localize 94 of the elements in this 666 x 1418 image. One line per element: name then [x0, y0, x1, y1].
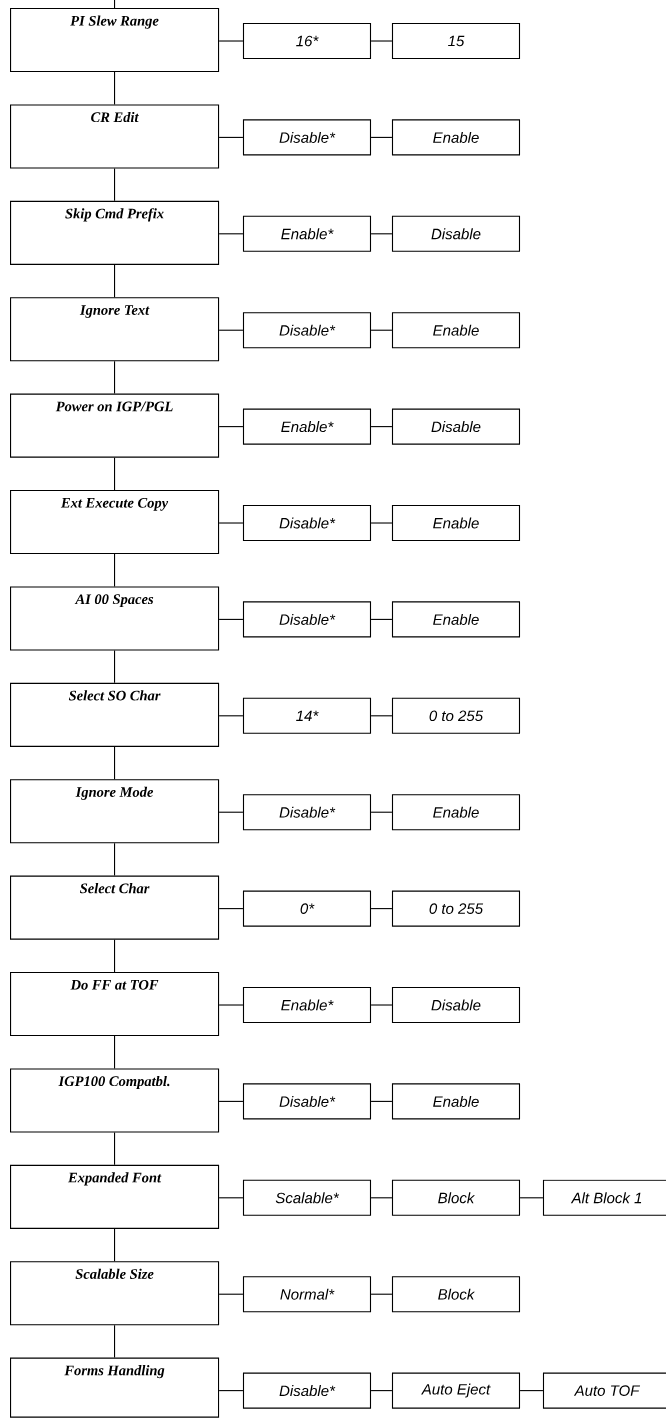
connector-line [114, 0, 116, 9]
option-box: Disable* [242, 1372, 372, 1409]
option-box: Block [391, 1179, 521, 1216]
menu-box: Ext Execute Copy [10, 490, 220, 555]
connector-line [370, 426, 393, 428]
menu-box: Ignore Mode [10, 779, 220, 844]
option-box: Alt Block 1 [542, 1179, 666, 1216]
connector-line [218, 908, 244, 910]
connector-line [114, 360, 116, 395]
option-box: Enable* [242, 215, 372, 252]
option-box: Enable [391, 601, 521, 638]
connector-line [370, 1197, 393, 1199]
option-box: Enable [391, 119, 521, 156]
option-box: Disable [391, 215, 521, 252]
option-box: Enable [391, 1083, 521, 1120]
connector-line [114, 553, 116, 587]
menu-box: Power on IGP/PGL [10, 393, 220, 458]
option-box: Disable* [242, 312, 372, 349]
connector-line [370, 1100, 393, 1102]
connector-line [370, 715, 393, 717]
menu-box: Do FF at TOF [10, 972, 220, 1037]
connector-line [218, 715, 244, 717]
option-box: Disable* [242, 1083, 372, 1120]
connector-line [114, 1324, 116, 1359]
menu-box: Ignore Text [10, 297, 220, 362]
option-box: Normal* [242, 1276, 372, 1313]
connector-line [114, 649, 116, 684]
connector-line [114, 167, 116, 202]
connector-line [370, 1390, 393, 1392]
connector-line [218, 1197, 244, 1199]
connector-line [519, 1197, 544, 1199]
menu-box: Select Char [10, 875, 220, 940]
option-box: Auto TOF [542, 1372, 666, 1409]
connector-line [114, 939, 116, 973]
option-box: Scalable* [242, 1179, 372, 1216]
menu-box: IGP100 Compatbl. [10, 1068, 220, 1133]
option-box: Enable* [242, 408, 372, 445]
connector-line [218, 233, 244, 235]
option-box: 14* [242, 697, 372, 734]
connector-line [370, 136, 393, 138]
connector-line [114, 71, 116, 105]
connector-line [370, 329, 393, 331]
connector-line [114, 1131, 116, 1166]
menu-box: AI 00 Spaces [10, 586, 220, 651]
connector-line [218, 618, 244, 620]
connector-line [218, 136, 244, 138]
connector-line [218, 329, 244, 331]
option-box: Enable [391, 504, 521, 542]
option-box: Disable [391, 986, 521, 1024]
connector-line [218, 1100, 244, 1102]
connector-line [370, 40, 393, 42]
connector-line [370, 1004, 393, 1006]
menu-box: Forms Handling [10, 1357, 220, 1418]
connector-line [114, 1035, 116, 1069]
connector-line [370, 233, 393, 235]
connector-line [114, 264, 116, 298]
option-box: Enable* [242, 986, 372, 1024]
connector-line [370, 908, 393, 910]
connector-line [218, 1293, 244, 1295]
option-box: 15 [391, 22, 521, 60]
menu-box: Select SO Char [10, 682, 220, 747]
option-box: Disable* [242, 119, 372, 156]
option-box: Disable* [242, 601, 372, 638]
connector-line [218, 1004, 244, 1006]
option-box: 0* [242, 890, 372, 927]
option-box: 0 to 255 [391, 697, 521, 734]
connector-line [370, 522, 393, 524]
menu-box: CR Edit [10, 104, 220, 169]
connector-line [218, 40, 244, 42]
option-box: Enable [391, 312, 521, 349]
connector-line [114, 457, 116, 491]
menu-box: PI Slew Range [10, 8, 220, 73]
connector-line [218, 1390, 244, 1392]
connector-line [519, 1390, 544, 1392]
connector-line [218, 522, 244, 524]
connector-line [218, 426, 244, 428]
menu-box: Scalable Size [10, 1261, 220, 1326]
option-box: Disable* [242, 794, 372, 831]
connector-line [114, 746, 116, 780]
option-box: Disable* [242, 504, 372, 542]
connector-line [218, 811, 244, 813]
option-box: Auto Eject [391, 1372, 521, 1409]
menu-box: Skip Cmd Prefix [10, 200, 220, 265]
option-box: 0 to 255 [391, 890, 521, 927]
option-box: Block [391, 1276, 521, 1313]
option-box: 16* [242, 22, 372, 60]
menu-box: Expanded Font [10, 1164, 220, 1229]
option-box: Enable [391, 794, 521, 831]
connector-line [370, 1293, 393, 1295]
option-box: Disable [391, 408, 521, 445]
connector-line [370, 618, 393, 620]
connector-line [114, 1228, 116, 1262]
connector-line [370, 811, 393, 813]
connector-line [114, 842, 116, 877]
